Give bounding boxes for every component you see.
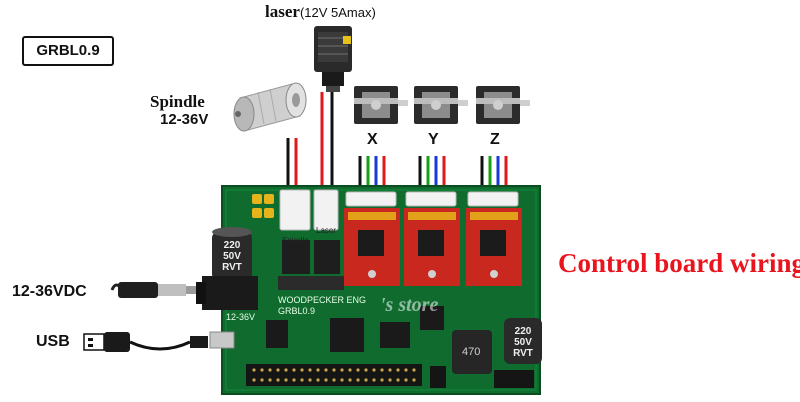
- cap-right-voltage: 50V: [514, 337, 532, 348]
- power-input-label: 12-36VDC: [12, 283, 87, 300]
- header-laser-label: Laser: [316, 226, 337, 235]
- dc-power-plug-icon: [110, 282, 196, 298]
- stepper-motor-x-icon: [354, 86, 408, 124]
- usb-cable-icon: [83, 332, 208, 352]
- spindle-motor-icon: [233, 82, 307, 132]
- stepper-motor-y-icon: [414, 86, 468, 124]
- diagram-title: Control board wiring: [558, 248, 800, 278]
- laser-spec-text: (12V 5Amax): [299, 5, 376, 20]
- laser-label: laser(12V 5Amax): [265, 2, 376, 22]
- laser-label-text: laser: [265, 2, 300, 21]
- driver-module-x: [344, 208, 400, 286]
- usb-port: [209, 331, 235, 349]
- pin-header: [246, 364, 422, 386]
- driver-module-y: [404, 208, 460, 286]
- capacitor-left: [212, 232, 252, 280]
- spindle-label: Spindle: [150, 92, 205, 111]
- dc-jack: [202, 276, 258, 310]
- axis-x-label: X: [367, 131, 378, 148]
- axis-y-label: Y: [428, 131, 439, 148]
- capacitor-right: [504, 318, 542, 364]
- usb-label: USB: [36, 333, 70, 350]
- inductor: [452, 330, 492, 374]
- cap-right-value: 220: [514, 326, 532, 337]
- cap-left-value: 220: [223, 240, 241, 251]
- laser-module-icon: [314, 26, 352, 92]
- board-model-label: GRBL0.9: [278, 306, 316, 316]
- driver-module-z: [466, 208, 522, 286]
- capacitor-left-label: 220 50V RVT: [214, 240, 250, 273]
- capacitor-right-label: 220 50V RVT: [505, 326, 541, 359]
- axis-z-label: Z: [490, 131, 500, 148]
- board-voltage-label: 12-36V: [226, 312, 256, 322]
- cap-left-voltage: 50V: [223, 251, 241, 262]
- inductor-label: 470: [462, 346, 481, 358]
- header-spindle-label: Spindle: [282, 236, 309, 245]
- store-watermark: 's store: [380, 294, 439, 316]
- spindle-voltage-label: 12-36V: [160, 111, 209, 128]
- board-brand-label: WOODPECKER ENG: [278, 295, 367, 305]
- grbl-version-label: GRBL0.9: [22, 36, 114, 66]
- control-board: [196, 185, 542, 395]
- cap-left-brand: RVT: [222, 262, 242, 273]
- microcontroller-chip: [330, 318, 364, 352]
- cap-right-brand: RVT: [513, 348, 533, 359]
- stepper-motor-z-icon: [476, 86, 530, 124]
